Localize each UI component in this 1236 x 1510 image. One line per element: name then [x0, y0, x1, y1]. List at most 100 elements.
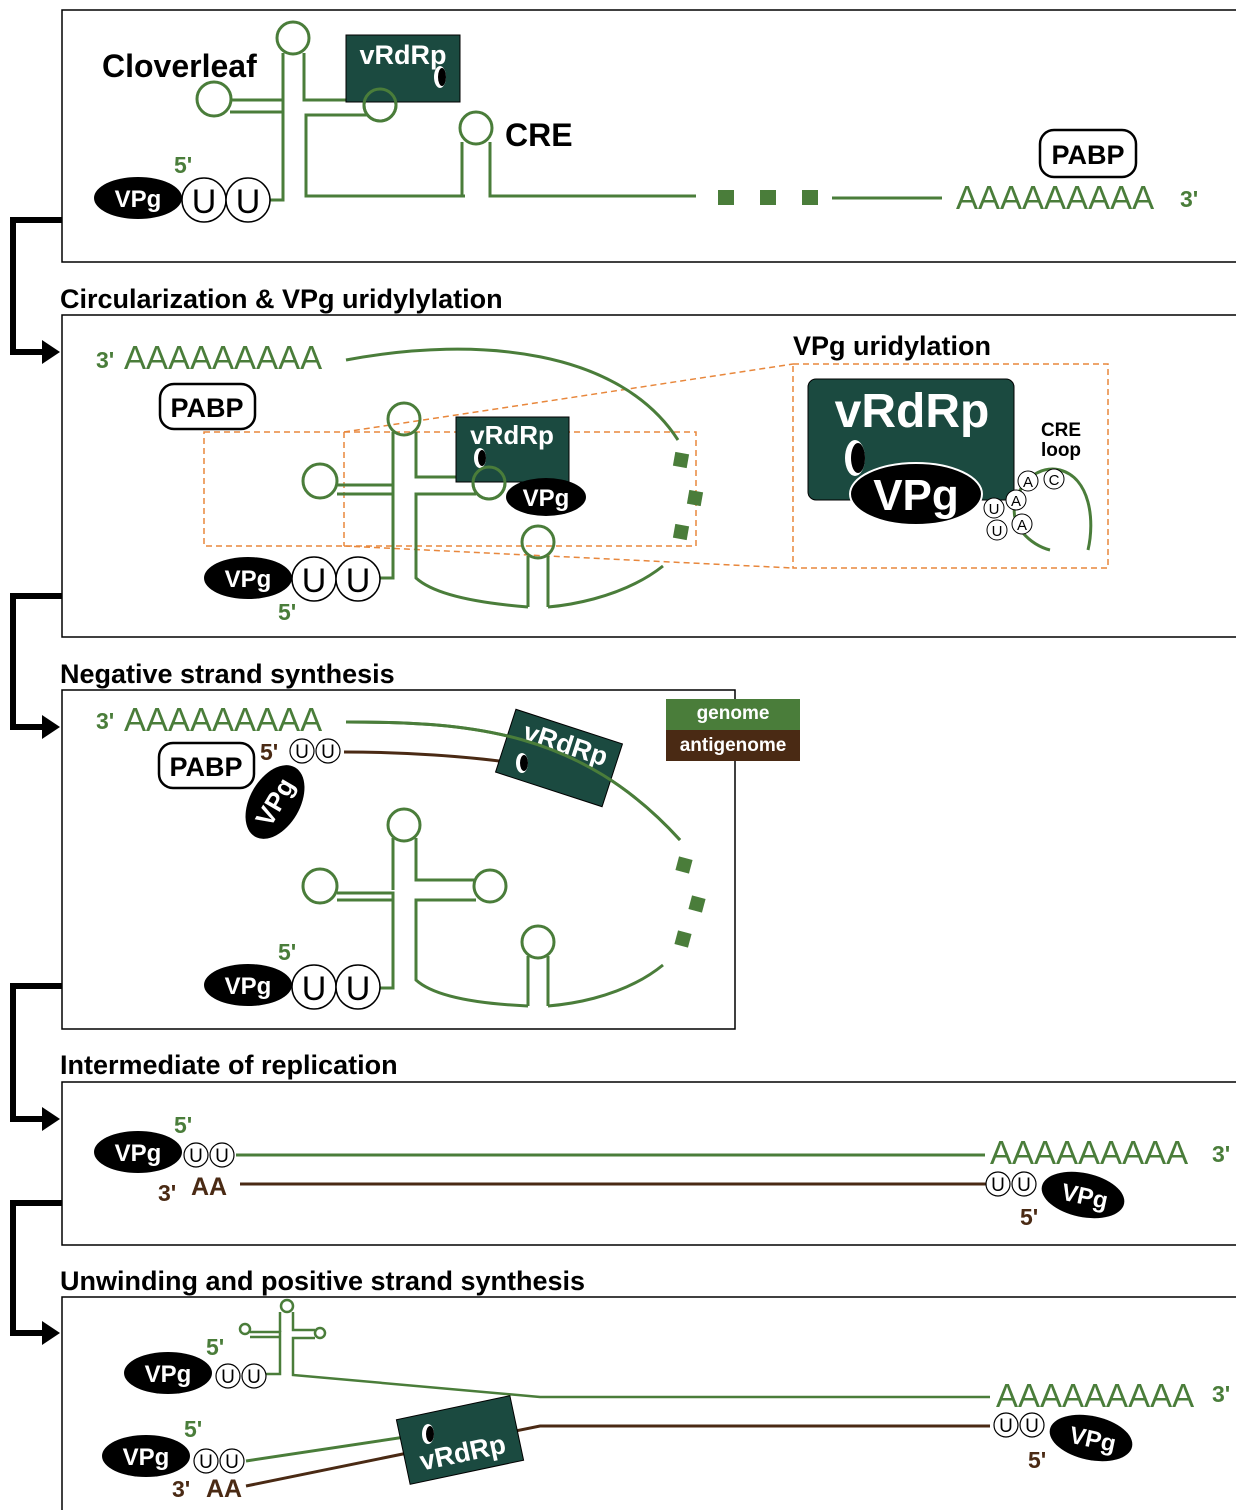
panel-5-frame [61, 1296, 1236, 1510]
vrdrp-label: vRdRp [360, 40, 447, 70]
uridine-small-5: U [999, 1416, 1013, 1437]
cloverleaf-structure [195, 20, 942, 202]
uridine-small-3: U [991, 1175, 1005, 1196]
panel-2-frame [61, 314, 1236, 638]
vpg-protein [204, 557, 292, 599]
flow-arrow-2 [10, 593, 62, 730]
antigenome-five-prime: 5' [1028, 1447, 1046, 1473]
antigenome-aa: AA [206, 1475, 242, 1503]
polya-tail: AAAAAAAAA [996, 1377, 1194, 1414]
legend-antigenome-swatch [666, 730, 800, 761]
cre-label: CRE [505, 117, 573, 153]
inset-vrdrp-label: vRdRp [835, 385, 990, 438]
uridine-1-label: U [192, 183, 217, 221]
new-genome-cloverleaf [238, 1298, 990, 1399]
three-prime-label: 3' [96, 708, 114, 734]
uridine-2-label: U [346, 970, 371, 1008]
vpg-protein-2 [102, 1435, 190, 1477]
pabp-label: PABP [1051, 140, 1124, 170]
gap-dots [718, 190, 818, 205]
vpg-label: VPg [115, 186, 162, 213]
five-prime-label: 5' [278, 939, 296, 965]
vpg-primer-label: VPg [523, 485, 570, 512]
inset-vpg [849, 462, 983, 526]
vpg-label-2: VPg [123, 1444, 170, 1471]
genome-strand [301, 720, 682, 1008]
vpg-protein [94, 177, 182, 219]
gap-dots [672, 451, 704, 541]
uridine-small-1: U [189, 1146, 203, 1167]
vpg-protein [124, 1352, 212, 1394]
five-prime-label: 5' [278, 599, 296, 625]
cre-loop-nucleotides: A C A U A U [983, 468, 1065, 541]
nt-u1: U [989, 501, 1000, 518]
nascent-genome-strand [245, 1432, 426, 1463]
pabp-label: PABP [170, 393, 243, 423]
pabp-box [157, 741, 256, 790]
uridine-small-2: U [247, 1367, 261, 1388]
inset-title: VPg uridylation [793, 331, 991, 361]
flow-arrow-3 [10, 983, 62, 1122]
panel-5: Unwinding and positive strand synthesis … [60, 1266, 1236, 1510]
legend-genome-swatch [666, 699, 800, 730]
five-prime-label: 5' [206, 1334, 224, 1360]
panel-3: Negative strand synthesis 3' AAAAAAAAA P… [60, 659, 800, 1030]
tilted-vrdrp: vRdRp [395, 1395, 525, 1485]
vpg-label: VPg [225, 566, 272, 593]
antigenome-vpg: VPg [1049, 1414, 1133, 1462]
uridine-small-1: U [295, 742, 309, 763]
polya-tail: AAAAAAAAA [990, 1134, 1188, 1171]
legend: genome antigenome [666, 699, 800, 761]
five-prime-label: 5' [174, 152, 192, 178]
antigenome-vpg: VPg [1041, 1171, 1125, 1219]
loop-label: loop [1041, 440, 1081, 461]
flow-arrowheads [42, 340, 60, 1345]
uridine-small-6: U [1025, 1416, 1039, 1437]
pabp-label: PABP [169, 752, 242, 782]
legend-antigenome: antigenome [680, 735, 787, 756]
uridine-small-2: U [215, 1146, 229, 1167]
panel-1: Cloverleaf 5' VPg U U vRdRp CRE PABP AAA… [61, 9, 1236, 263]
vrdrp-polymerase [455, 416, 570, 483]
flow-arrow-4 [10, 1200, 62, 1336]
antigenome-strand [245, 1424, 990, 1488]
uridine-small-4: U [225, 1452, 239, 1473]
vpg-label: VPg [145, 1361, 192, 1388]
polya-tail: AAAAAAAAA [124, 339, 322, 376]
vpg-label: VPg [115, 1140, 162, 1167]
antigenome-aa: AA [191, 1173, 227, 1201]
antigenome-three-prime: 3' [158, 1180, 176, 1206]
genome-strand [301, 347, 680, 609]
cre-label: CRE [1041, 420, 1081, 441]
pabp-box [1038, 128, 1138, 179]
five-prime-label: 5' [174, 1112, 192, 1138]
vpg-protein [94, 1131, 182, 1173]
pabp-box [158, 382, 257, 431]
antigenome-strand [343, 750, 521, 766]
nt-a2: A [1011, 493, 1021, 510]
gap-dots [674, 856, 706, 948]
vpg-label: VPg [225, 973, 272, 1000]
uridine-small-2: U [321, 742, 335, 763]
panel-3-title: Negative strand synthesis [60, 659, 395, 689]
uridine-small-4: U [1017, 1175, 1031, 1196]
uridine-2 [225, 177, 271, 223]
panel-2: Circularization & VPg uridylylation 3' A… [60, 284, 1236, 638]
three-prime-label: 3' [1212, 1141, 1230, 1167]
polya-tail: AAAAAAAAA [956, 179, 1154, 216]
nt-c: C [1049, 472, 1060, 489]
five-prime-label-2: 5' [184, 1416, 202, 1442]
uridine-small-3: U [199, 1452, 213, 1473]
antigenome-five-prime: 5' [1020, 1204, 1038, 1230]
inset-vpg-label: VPg [873, 471, 959, 520]
antigenome-three-prime: 3' [172, 1476, 190, 1502]
uridine-small-1: U [221, 1367, 235, 1388]
uridine-2-label: U [236, 183, 261, 221]
tilted-vrdrp: vRdRp [494, 708, 624, 808]
vpg-protein [204, 964, 292, 1006]
cloverleaf-label: Cloverleaf [102, 48, 257, 84]
panel-2-title: Circularization & VPg uridylylation [60, 284, 503, 314]
nt-u2: U [992, 523, 1003, 540]
flow-arrows [10, 217, 62, 1336]
